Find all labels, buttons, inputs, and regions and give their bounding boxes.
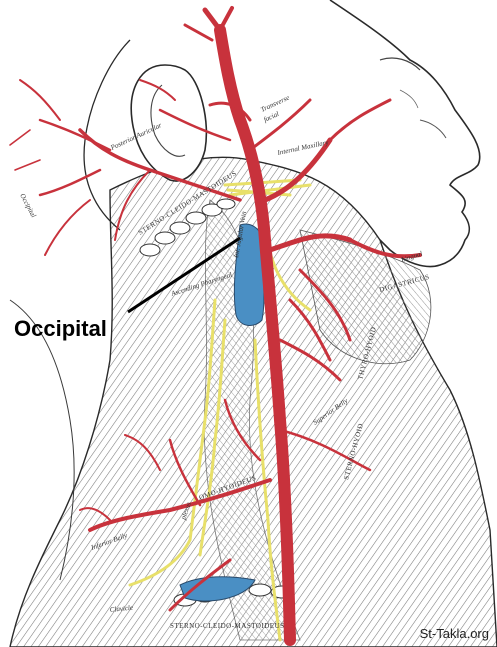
clavicle-label: Clavicle [109, 604, 133, 614]
occipital-callout-label: Occipital [14, 316, 107, 341]
arteries [9, 6, 422, 646]
face-outline [329, 0, 481, 268]
sternomastoid-upper-insertion [139, 198, 236, 257]
occipital-pointer-line [127, 236, 241, 314]
sternomastoid-lower-label: STERNO-CLEIDO-MASTOIDEUS [170, 622, 285, 630]
ear [130, 64, 208, 182]
credit-watermark: St-Takla.org [419, 626, 489, 641]
occipital-small-label: Occipital [18, 192, 37, 219]
nerves [128, 178, 312, 642]
